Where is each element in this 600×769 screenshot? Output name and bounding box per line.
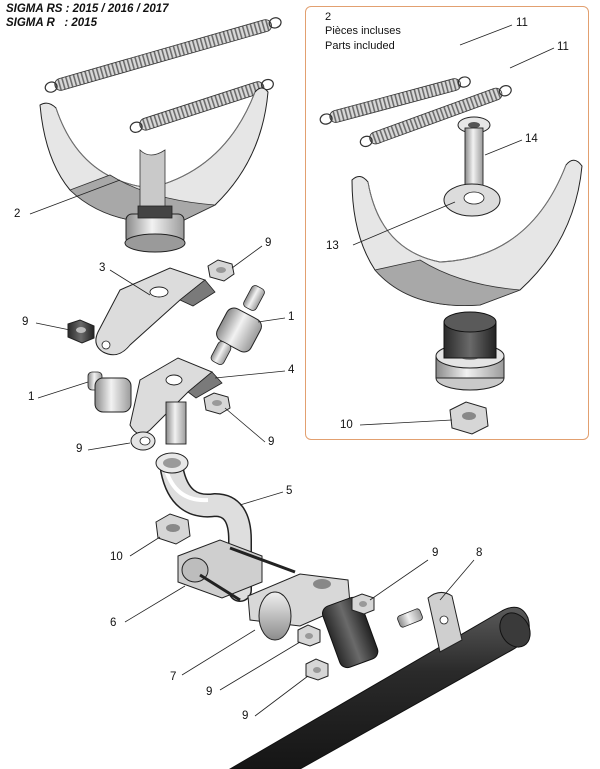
inset-washer bbox=[443, 183, 501, 217]
callout-11-lower: 11 bbox=[557, 41, 569, 53]
flange-nut-c bbox=[203, 392, 231, 415]
inset-label-en: Parts included bbox=[325, 40, 395, 52]
inset-spring-upper bbox=[319, 76, 471, 125]
bent-tube bbox=[155, 452, 252, 602]
callout-10-main: 10 bbox=[110, 551, 123, 563]
flange-nut-e bbox=[297, 624, 321, 647]
model-line-1: SIGMA RS : 2015 / 2016 / 2017 bbox=[6, 3, 169, 15]
spring-lower bbox=[129, 78, 274, 133]
callout-14: 14 bbox=[525, 133, 538, 145]
spring-upper bbox=[44, 17, 282, 93]
model-line-2: SIGMA R : 2015 bbox=[6, 17, 97, 29]
flange-nut-b bbox=[67, 319, 95, 344]
callout-8: 8 bbox=[476, 547, 483, 559]
silent-block-left bbox=[87, 371, 132, 413]
callout-13: 13 bbox=[326, 240, 339, 252]
cradle-bracket bbox=[39, 87, 269, 253]
inset-bolt bbox=[457, 116, 491, 189]
axle-bracket bbox=[397, 592, 463, 653]
callout-6: 6 bbox=[110, 617, 117, 629]
callout-9-nut-c: 9 bbox=[268, 436, 275, 448]
inset-hex-nut bbox=[449, 401, 489, 435]
inset-box bbox=[305, 6, 589, 440]
callout-4: 4 bbox=[288, 364, 295, 376]
washer-a bbox=[130, 431, 156, 451]
hex-nut-main bbox=[155, 513, 191, 545]
upper-plate bbox=[95, 267, 216, 356]
callout-9-washer: 9 bbox=[76, 443, 83, 455]
leader-lines-inset bbox=[352, 24, 555, 426]
inset-label-fr: Pièces incluses bbox=[325, 25, 401, 37]
callout-7: 7 bbox=[170, 671, 177, 683]
callout-5: 5 bbox=[286, 485, 293, 497]
callout-10-inset: 10 bbox=[340, 419, 353, 431]
callout-1-left: 1 bbox=[28, 391, 35, 403]
flange-nut-f bbox=[305, 658, 329, 681]
callout-2: 2 bbox=[14, 208, 21, 220]
inset-quantity: 2 bbox=[325, 11, 332, 23]
callout-11-upper: 11 bbox=[516, 17, 528, 29]
callout-9-nut-f: 9 bbox=[242, 710, 249, 722]
flange-nut-d bbox=[351, 593, 375, 615]
axle-tube bbox=[229, 596, 531, 769]
tube-clamp bbox=[177, 539, 296, 602]
callout-9-nut-b: 9 bbox=[22, 316, 29, 328]
callout-9-nut-d: 9 bbox=[432, 547, 439, 559]
leader-lines-main bbox=[29, 179, 475, 717]
silent-block-right bbox=[210, 285, 265, 365]
callout-9-nut-a: 9 bbox=[265, 237, 272, 249]
callout-3: 3 bbox=[99, 262, 106, 274]
inset-silent-block bbox=[435, 311, 505, 391]
callout-9-nut-e: 9 bbox=[206, 686, 213, 698]
inset-cradle bbox=[351, 159, 583, 307]
flange-nut-a bbox=[207, 259, 235, 282]
inset-spring-lower bbox=[359, 85, 512, 148]
callout-1-right: 1 bbox=[288, 311, 295, 323]
